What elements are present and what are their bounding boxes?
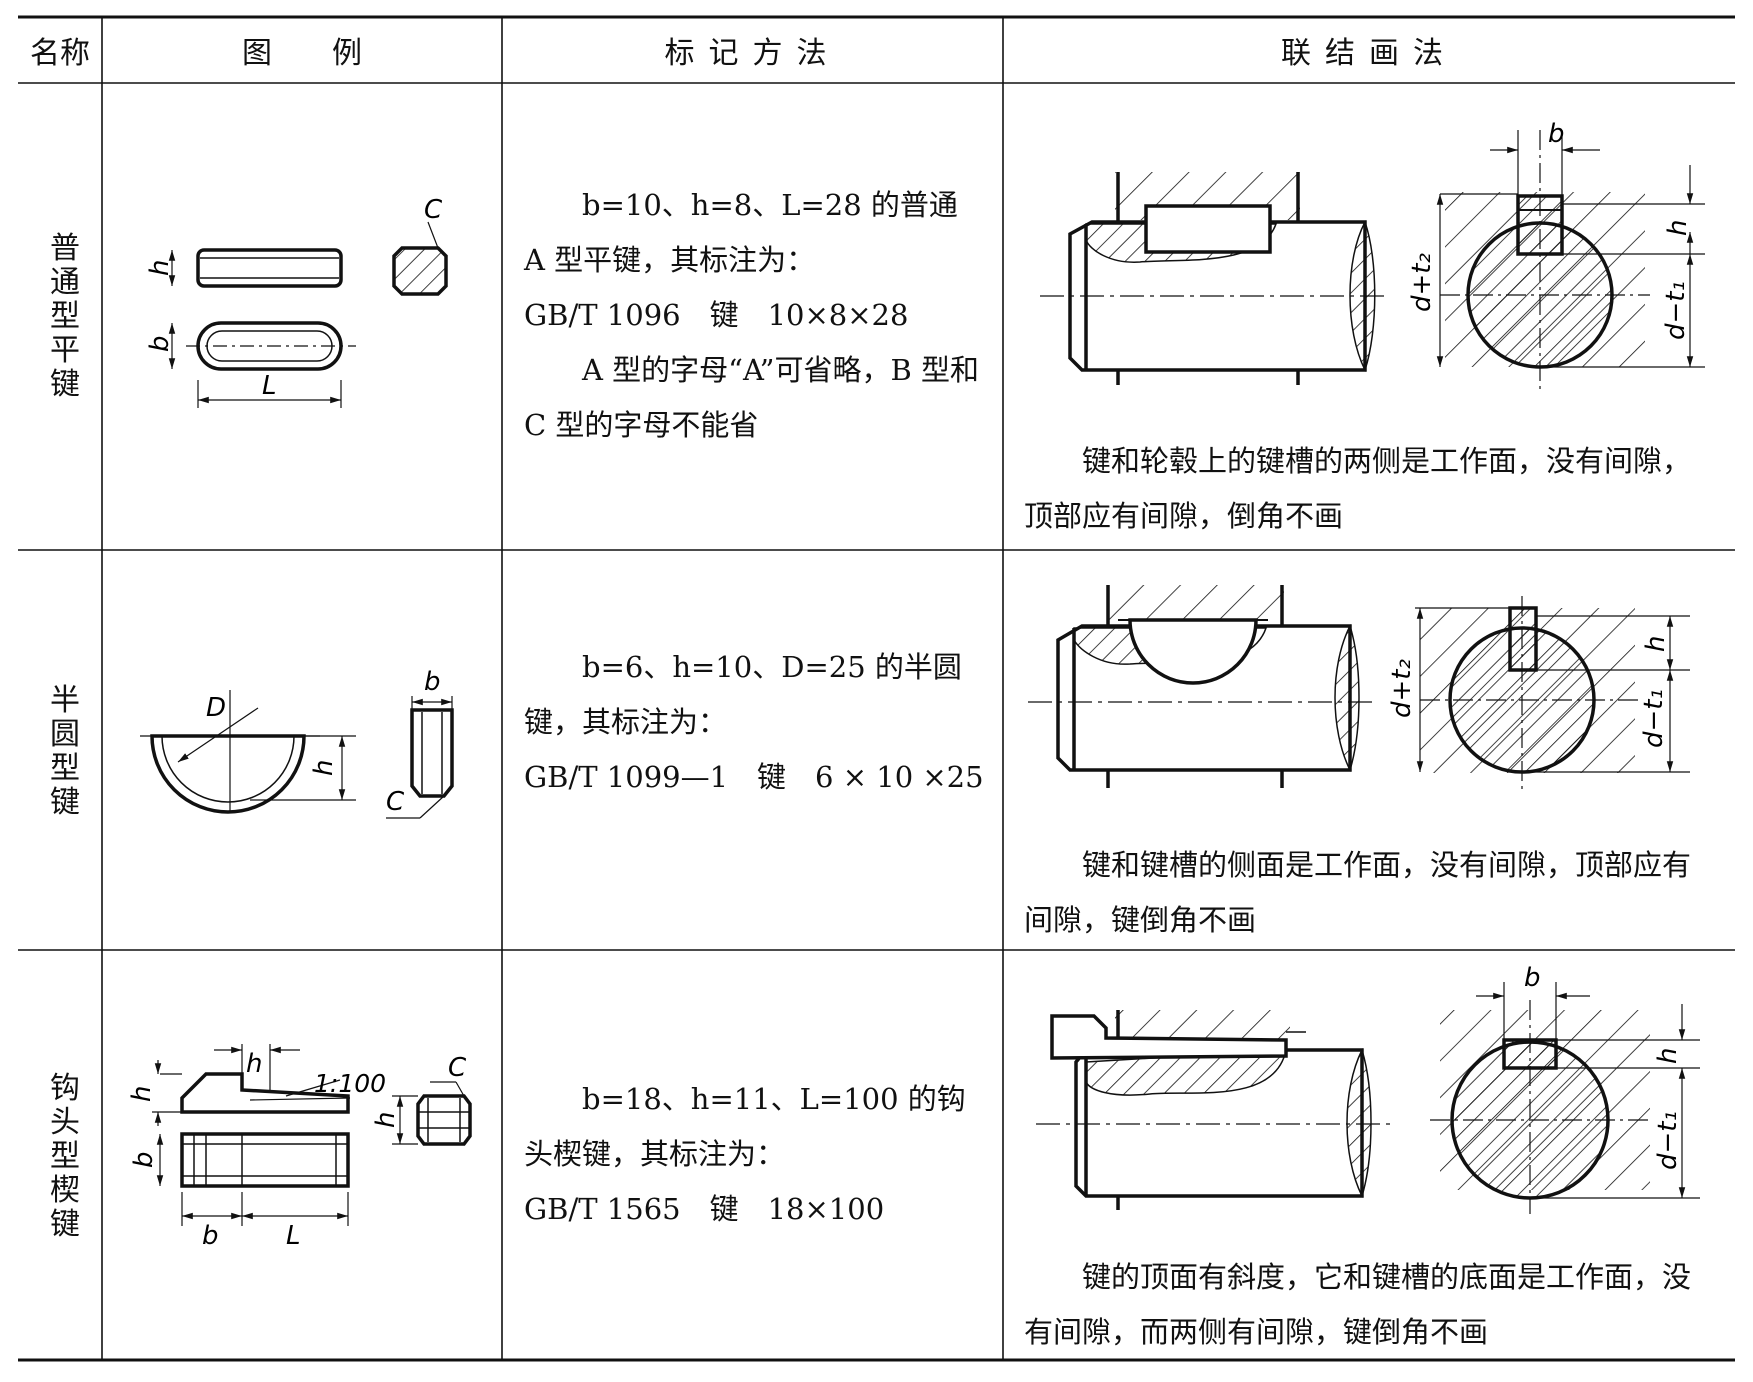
header-figure: 图 例 — [242, 36, 362, 71]
flat-c-label: C — [424, 195, 443, 225]
marking-flat-key: b=10、h=8、L=28 的普通 A 型平键，其标注为： GB/T 1096 … — [524, 178, 984, 453]
woodruff-asm-dt2-label: d+t₂ — [1387, 659, 1417, 718]
marking-woodruff-key: b=6、h=10、D=25 的半圆键，其标注为： GB/T 1099—1 键 6… — [524, 640, 984, 805]
gib-asm-h-label: h — [1653, 1048, 1683, 1064]
gib-h-top-label: h — [246, 1049, 262, 1079]
row-name-woodruff-key: 半圆型键 — [50, 683, 80, 820]
gib-key-assembly-section — [1430, 982, 1700, 1214]
woodruff-c-label: C — [386, 787, 405, 817]
flat-l-label: L — [262, 371, 277, 401]
flat-asm-dt1-label: d−t₁ — [1661, 281, 1691, 340]
marking-woodruff-line-2: GB/T 1099—1 键 6 × 10 ×25 — [524, 760, 984, 794]
note-gib-key: 键的顶面有斜度，它和键槽的底面是工作面，没有间隙，而两侧有间隙，键倒角不画 — [1024, 1260, 1692, 1349]
woodruff-key-assembly-section — [1415, 596, 1690, 792]
gib-l-label: L — [286, 1221, 301, 1251]
woodruff-key-assembly-side — [1028, 585, 1378, 788]
marking-flat-line-2: GB/T 1096 键 10×8×28 — [524, 298, 909, 332]
gib-asm-dt1-label: d−t₁ — [1653, 1111, 1683, 1170]
marking-flat-line-1: b=10、h=8、L=28 的普通 A 型平键，其标注为： — [524, 188, 958, 277]
woodruff-asm-h-label: h — [1641, 636, 1671, 652]
woodruff-h-label: h — [309, 760, 339, 776]
gib-asm-b-label: b — [1524, 963, 1541, 993]
flat-key-figure — [168, 221, 448, 408]
flat-asm-dt2-label: d+t₂ — [1407, 253, 1437, 312]
marking-gib-line-1: b=18、h=11、L=100 的钩头楔键，其标注为： — [524, 1082, 966, 1171]
woodruff-b-label: b — [424, 667, 441, 697]
marking-gib-key: b=18、h=11、L=100 的钩头楔键，其标注为： GB/T 1565 键 … — [524, 1072, 984, 1237]
note-woodruff-key: 键和键槽的侧面是工作面，没有间隙，顶部应有间隙，键倒角不画 — [1024, 848, 1692, 937]
header-assembly: 联结画法 — [1281, 36, 1457, 71]
header-name: 名称 — [30, 36, 90, 71]
note-flat-key: 键和轮毂上的键槽的两侧是工作面，没有间隙，顶部应有间隙，倒角不画 — [1024, 444, 1692, 533]
gib-c-label: C — [448, 1053, 467, 1083]
gib-b-label: b — [129, 1151, 159, 1168]
gib-h-label: h — [127, 1086, 157, 1102]
marking-flat-line-3: A 型的字母“A”可省略，B 型和 C 型的字母不能省 — [524, 353, 980, 442]
flat-asm-h-label: h — [1663, 220, 1693, 236]
row-name-flat-key: 普通型平键 — [50, 231, 80, 402]
flat-asm-b-label: b — [1548, 119, 1565, 149]
table-grid — [18, 15, 1735, 1362]
header-marking: 标记方法 — [664, 36, 841, 71]
flat-key-assembly-section — [1436, 130, 1705, 390]
flat-h-label: h — [145, 260, 175, 276]
flat-b-label: b — [145, 335, 175, 352]
gib-key-assembly-side — [1036, 1010, 1390, 1210]
woodruff-key-figure — [140, 690, 454, 819]
gib-h-side-label: h — [371, 1112, 401, 1128]
row-name-gib-key: 钩头型楔键 — [50, 1071, 80, 1242]
marking-gib-line-2: GB/T 1565 键 18×100 — [524, 1192, 885, 1226]
flat-key-assembly-side — [1040, 172, 1390, 385]
gib-b-bottom-label: b — [202, 1221, 219, 1251]
woodruff-asm-dt1-label: d−t₁ — [1639, 689, 1669, 748]
gib-slope-label: 1:100 — [314, 1069, 386, 1098]
gib-key-figure — [152, 1044, 472, 1226]
marking-woodruff-line-1: b=6、h=10、D=25 的半圆键，其标注为： — [524, 650, 962, 739]
woodruff-d-label: D — [206, 693, 226, 723]
